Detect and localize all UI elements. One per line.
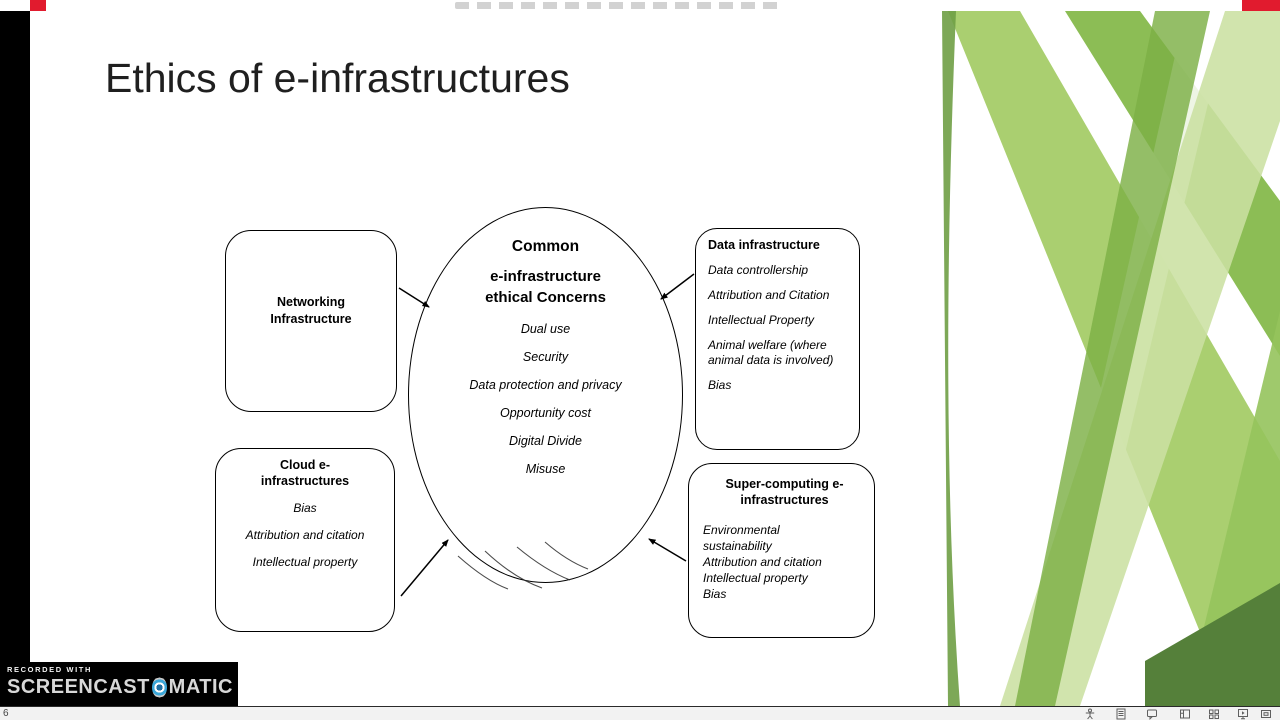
ellipse-heading: Common [511, 238, 580, 255]
green-ribbon [1015, 11, 1210, 706]
top-bar-left-accent [30, 0, 46, 11]
networking-infrastructure-title: Networking Infrastructure [270, 295, 352, 326]
data-box-title: Data infrastructure [708, 238, 820, 252]
super-box-items: Environmental sustainability Attribution… [703, 522, 866, 602]
super-box-title: Super-computing e-infrastructures [725, 477, 844, 507]
slideshow-icon[interactable] [1236, 708, 1249, 720]
ellipse-item: Data protection and privacy [469, 378, 622, 392]
data-item: Bias [708, 378, 732, 392]
slide-sorter-icon[interactable] [1207, 708, 1220, 720]
green-ribbon-decoration [942, 11, 1280, 706]
ellipse-items: Dual use Security Data protection and pr… [409, 322, 682, 476]
letterbox-left [0, 11, 30, 706]
recorded-with-label: RECORDED WITH [7, 665, 92, 674]
super-item: Intellectual property [703, 571, 808, 585]
green-ribbon-thin [942, 11, 960, 706]
cloud-item: Attribution and citation [245, 528, 365, 542]
watermark-brand-row: SCREENCAST MATIC [7, 676, 233, 698]
ellipse-item: Misuse [525, 462, 566, 476]
cloud-box-title: Cloud e-infrastructures [260, 458, 350, 488]
slide-number: 6 [3, 708, 9, 719]
common-concerns-ellipse: Common e-infrastructure ethical Concerns… [408, 207, 683, 583]
arrow-cloud-to-center [400, 539, 449, 597]
arrow-data-to-center [660, 273, 695, 300]
screencast-o-matic-watermark: RECORDED WITH SCREENCAST MATIC [0, 662, 238, 706]
ellipse-item: Dual use [520, 322, 571, 336]
zoom-fit-icon[interactable] [1259, 708, 1272, 720]
green-ribbon-dark [1145, 583, 1280, 706]
data-infrastructure-box: Data infrastructure Data controllership … [695, 228, 860, 450]
data-item: Intellectual Property [708, 313, 815, 327]
data-item: Attribution and Citation [708, 288, 830, 302]
screencast-o-matic-logo-icon [151, 676, 167, 698]
super-computing-box: Super-computing e-infrastructures Enviro… [688, 463, 875, 638]
super-item: Bias [703, 587, 727, 601]
slide-title: Ethics of e-infrastructures [105, 55, 570, 101]
ellipse-subheading: e-infrastructure ethical Concerns [485, 268, 606, 306]
data-box-items: Data controllership Attribution and Cita… [708, 263, 847, 393]
ellipse-item: Digital Divide [509, 434, 582, 448]
cloud-item: Bias [293, 501, 317, 515]
status-bar-icons [1083, 708, 1280, 720]
top-bar-right-accent [1242, 0, 1280, 11]
accessibility-icon[interactable] [1083, 708, 1096, 720]
ellipse-item: Security [522, 350, 569, 364]
ellipse-item: Opportunity cost [499, 406, 591, 420]
status-bar: 6 [0, 706, 1280, 720]
networking-infrastructure-box: Networking Infrastructure [225, 230, 397, 412]
arrow-super-to-center [648, 538, 687, 562]
super-item: Environmental sustainability [703, 523, 780, 553]
cloud-e-infrastructures-box: Cloud e-infrastructures Bias Attribution… [215, 448, 395, 632]
comments-icon[interactable] [1145, 708, 1158, 720]
cloud-item: Intellectual property [252, 555, 358, 569]
cloud-box-items: Bias Attribution and citation Intellectu… [216, 500, 394, 570]
normal-view-icon[interactable] [1178, 708, 1191, 720]
brand-screencast: SCREENCAST [7, 676, 150, 698]
data-item: Animal welfare (where animal data is inv… [708, 338, 834, 367]
presentation-slide: Ethics of e-infrastructures Networking I… [30, 11, 1280, 706]
top-bar [0, 0, 1280, 11]
browser-title-text [455, 2, 785, 9]
notes-icon[interactable] [1114, 708, 1127, 720]
data-item: Data controllership [708, 263, 809, 277]
brand-matic: MATIC [168, 676, 233, 698]
super-item: Attribution and citation [703, 555, 822, 569]
